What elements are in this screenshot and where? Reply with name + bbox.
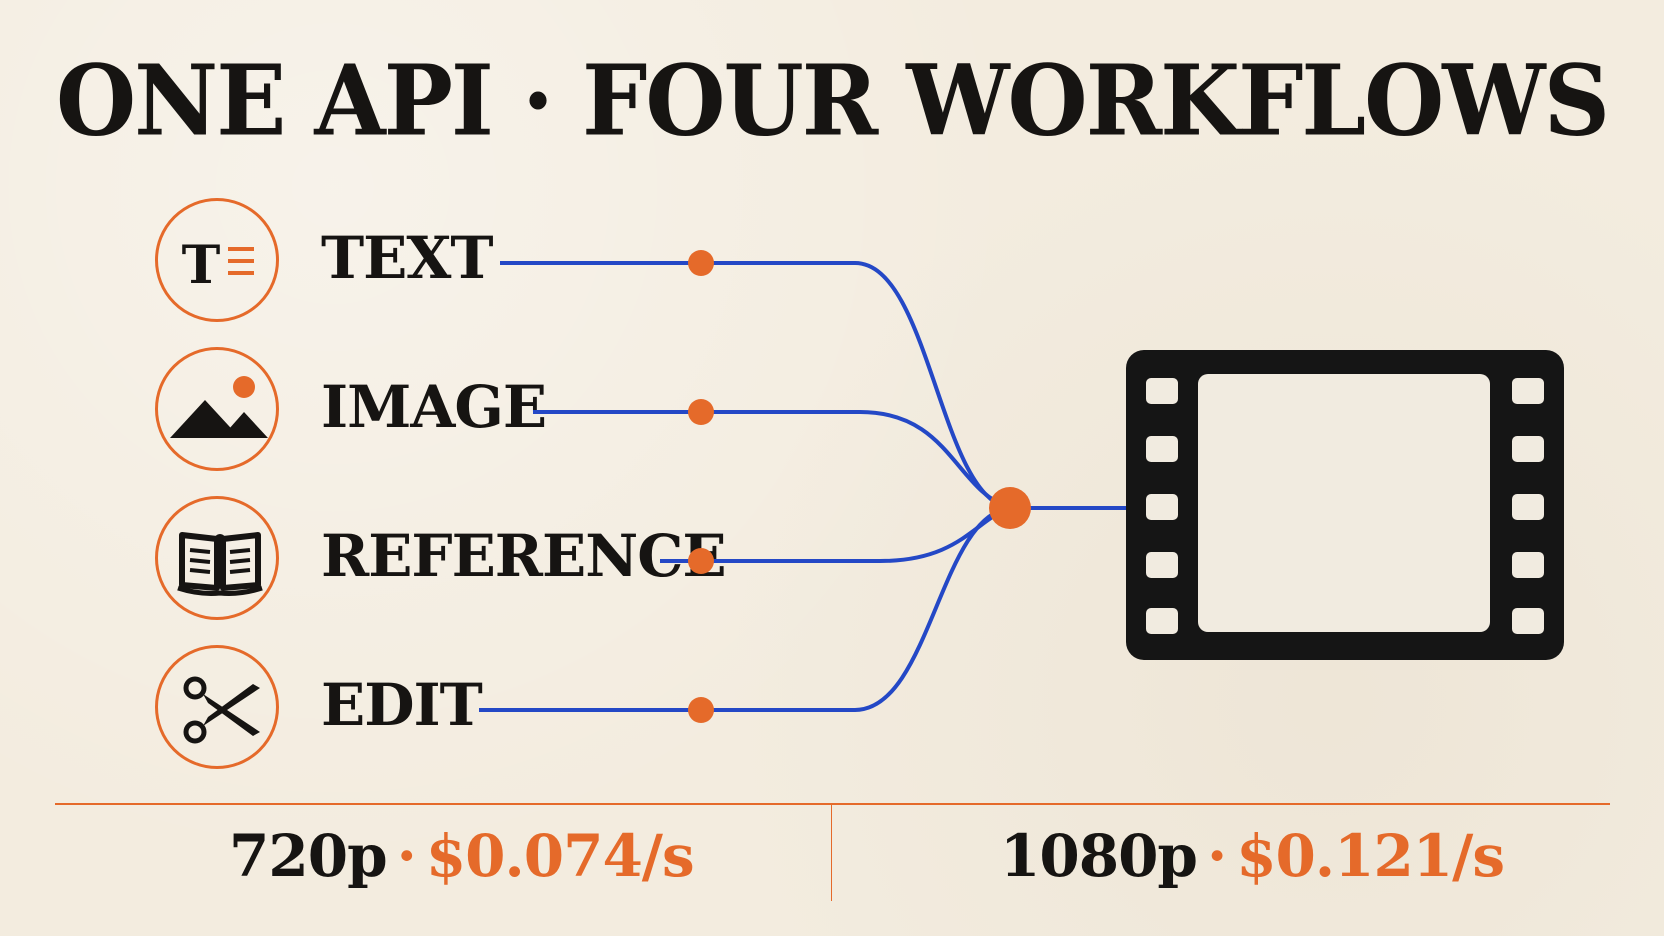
workflow-label: EDIT — [321, 671, 483, 739]
film-hole — [1512, 494, 1544, 520]
film-hole — [1146, 436, 1178, 462]
workflow-label: TEXT — [321, 224, 494, 292]
pricing-divider — [55, 803, 1610, 805]
image-icon — [155, 347, 279, 471]
pricing-dot: · — [1206, 822, 1227, 890]
svg-text:T: T — [182, 235, 221, 296]
film-frame — [1198, 374, 1490, 632]
film-hole — [1146, 608, 1178, 634]
film-icon — [1126, 350, 1564, 660]
film-hole — [1146, 552, 1178, 578]
workflow-label: REFERENCE — [321, 522, 727, 590]
workflow-row-text: T TEXT — [155, 198, 675, 328]
pricing-1080p: 1080p·$0.121/s — [1000, 827, 1505, 885]
image-node — [688, 399, 714, 425]
edit-node — [688, 697, 714, 723]
text-icon: T — [155, 198, 279, 322]
pricing-720p: 720p·$0.074/s — [229, 827, 695, 885]
merge-node — [989, 487, 1031, 529]
text-node — [688, 250, 714, 276]
pricing-resolution: 1080p — [1000, 822, 1198, 890]
pricing-rate: $0.074/s — [425, 822, 695, 890]
film-hole — [1512, 608, 1544, 634]
scissors-icon — [155, 645, 279, 769]
workflow-label: IMAGE — [321, 373, 547, 441]
workflow-row-reference: REFERENCE — [155, 496, 727, 626]
pricing-resolution: 720p — [229, 822, 388, 890]
film-hole — [1512, 552, 1544, 578]
book-icon — [155, 496, 279, 620]
page-title: ONE API · FOUR WORKFLOWS — [55, 43, 1610, 158]
pricing-dot: · — [396, 822, 417, 890]
pricing-rate: $0.121/s — [1236, 822, 1505, 890]
film-hole — [1146, 494, 1178, 520]
film-hole — [1146, 378, 1178, 404]
pricing-separator — [831, 805, 832, 901]
workflow-row-edit: EDIT — [155, 645, 675, 775]
film-hole — [1512, 378, 1544, 404]
workflow-row-image: IMAGE — [155, 347, 675, 477]
film-hole — [1512, 436, 1544, 462]
